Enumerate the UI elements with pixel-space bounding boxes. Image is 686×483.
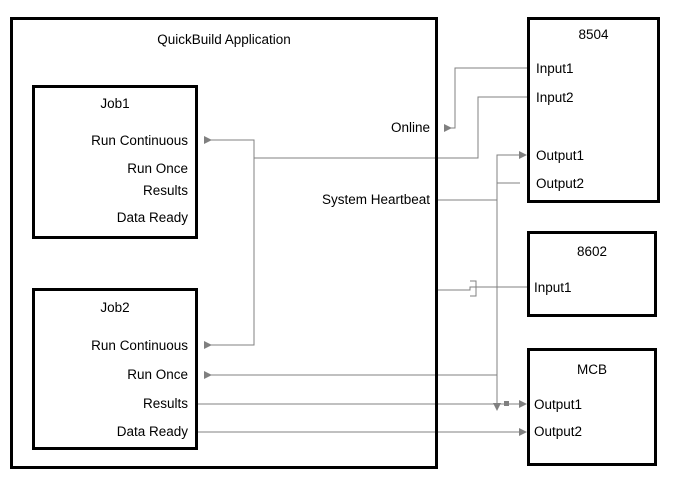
job2-port-results: Results bbox=[142, 396, 188, 411]
job2-port-run-continuous: Run Continuous bbox=[91, 338, 188, 353]
device-8504-box bbox=[527, 17, 660, 203]
wire-8504-output2-vertical bbox=[493, 182, 520, 411]
device-8602-title: 8602 bbox=[576, 244, 608, 259]
job1-title: Job1 bbox=[100, 96, 130, 111]
device-mcb-output1: Output1 bbox=[534, 397, 583, 412]
device-8504-input1: Input1 bbox=[536, 61, 574, 76]
signal-online: Online bbox=[390, 120, 430, 135]
wire-app-to-8602-input1 bbox=[437, 286, 527, 291]
wire-junction-dot bbox=[504, 401, 509, 406]
job2-title: Job2 bbox=[100, 300, 130, 315]
device-mcb-title: MCB bbox=[577, 362, 607, 377]
device-8504-input2: Input2 bbox=[536, 90, 574, 105]
job1-port-run-continuous: Run Continuous bbox=[91, 133, 188, 148]
wire-vertical-to-mcb-output1 bbox=[496, 183, 527, 408]
application-box bbox=[10, 17, 438, 469]
device-8504-title: 8504 bbox=[578, 27, 609, 42]
device-8602-box bbox=[527, 231, 657, 317]
wire-crossover-jog bbox=[470, 280, 477, 297]
job1-port-results: Results bbox=[142, 183, 188, 198]
job2-port-data-ready: Data Ready bbox=[116, 424, 188, 439]
device-8504-output1: Output1 bbox=[536, 148, 585, 163]
signal-system-heartbeat: System Heartbeat bbox=[321, 192, 430, 207]
device-8504-output2: Output2 bbox=[536, 176, 585, 191]
wire-8504-input1-to-online bbox=[444, 67, 527, 132]
job2-port-run-once: Run Once bbox=[127, 367, 188, 382]
wire-system-heartbeat-to-8504-output1 bbox=[437, 151, 527, 201]
job1-port-run-once: Run Once bbox=[127, 161, 188, 176]
device-8602-input1: Input1 bbox=[534, 280, 572, 295]
job1-box bbox=[32, 85, 198, 239]
job2-box bbox=[32, 288, 198, 450]
job1-port-data-ready: Data Ready bbox=[116, 210, 188, 225]
device-mcb-box bbox=[527, 348, 657, 466]
device-mcb-output2: Output2 bbox=[534, 424, 583, 439]
application-title: QuickBuild Application bbox=[157, 32, 291, 47]
